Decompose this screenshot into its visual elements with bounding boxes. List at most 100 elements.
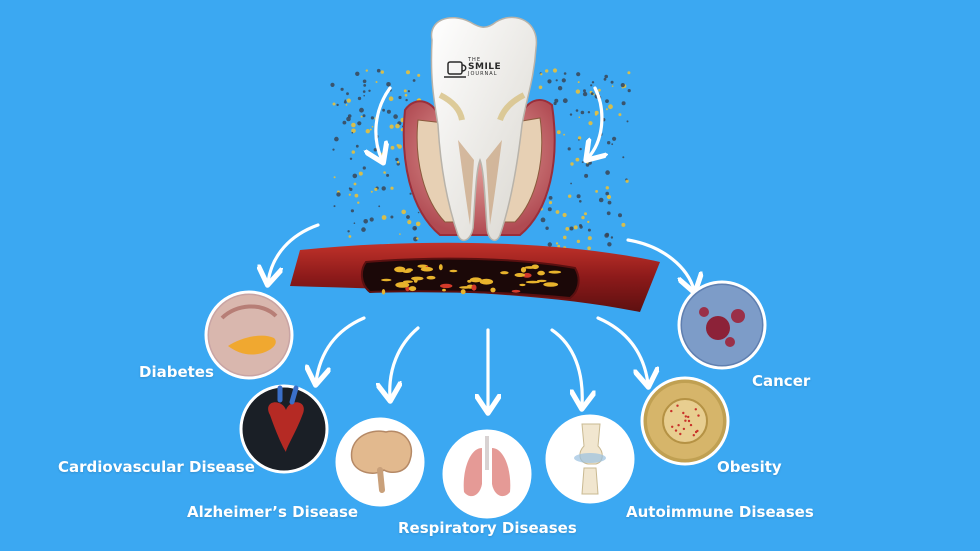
obesity-dot	[692, 434, 695, 437]
bacteria-dot	[380, 70, 384, 74]
bacteria-dot	[381, 215, 387, 220]
bacteria-dot	[345, 104, 348, 106]
bacteria-dot	[363, 219, 369, 224]
bacteria-dot	[607, 200, 612, 205]
bacteria-dot	[605, 191, 609, 196]
bacteria-dot	[568, 194, 572, 198]
bacteria-dot	[358, 171, 363, 176]
bacteria-dot	[333, 176, 336, 179]
bacteria-dot	[370, 190, 373, 193]
bacteria-dot	[576, 239, 581, 244]
bacteria-dot	[587, 236, 592, 241]
bacteria-dot	[362, 79, 367, 84]
bacteria-dot	[547, 242, 552, 247]
autoimmune-circle	[545, 414, 635, 504]
vessel-bacteria	[469, 277, 482, 283]
bacteria-dot	[346, 116, 351, 122]
bacteria-dot	[407, 220, 412, 225]
vessel-bacteria	[420, 266, 433, 272]
bacteria-dot	[415, 221, 421, 227]
bacteria-dot	[354, 193, 359, 198]
vessel-bacteria	[394, 266, 406, 273]
brain-icon	[350, 430, 413, 474]
bacteria-dot	[346, 92, 349, 96]
vessel-bacteria	[511, 289, 521, 293]
bacteria-dot	[386, 82, 391, 87]
bacteria-dot	[577, 81, 580, 84]
vessel-bacteria	[408, 286, 417, 292]
pancreas-icon	[228, 335, 276, 355]
obesity-dot	[674, 429, 678, 432]
bacteria-dot	[376, 68, 381, 73]
bacteria-dot	[352, 173, 358, 179]
obesity-dot	[697, 414, 700, 417]
obesity-dot	[689, 423, 693, 427]
brand-line-2: SMILE	[468, 62, 502, 72]
label-obesity: Obesity	[717, 458, 782, 476]
bacteria-dot	[342, 120, 347, 125]
bacteria-dot	[594, 110, 599, 115]
label-diabetes: Diabetes	[139, 363, 214, 381]
vessel-bacteria	[449, 269, 458, 273]
bacteria-dot	[386, 173, 390, 177]
bacteria-dot	[396, 144, 400, 147]
bacteria-dot	[390, 145, 395, 150]
bacteria-dot	[348, 235, 352, 238]
bacteria-dot	[332, 102, 336, 106]
bacteria-dot	[334, 136, 339, 142]
vessel-bacteria	[395, 282, 410, 288]
bacteria-dot	[390, 186, 394, 190]
bacteria-dot	[605, 99, 609, 103]
vessel-bacteria	[525, 280, 540, 284]
bacteria-dot	[621, 222, 626, 227]
alzheimers-circle	[335, 417, 425, 507]
bacteria-dot	[598, 197, 604, 203]
bacteria-dot	[583, 89, 586, 93]
obesity-dot	[684, 419, 687, 422]
vessel-bacteria	[471, 284, 477, 291]
label-autoimmune: Autoimmune Diseases	[626, 503, 814, 521]
bacteria-dot	[398, 95, 402, 100]
bacteria-dot	[562, 212, 567, 218]
brand-line-3: JOURNAL	[468, 71, 498, 77]
bacteria-dot	[382, 108, 385, 112]
bacteria-dot	[406, 215, 410, 219]
bacteria-dot	[553, 101, 557, 106]
cancer-cell-icon	[706, 316, 730, 340]
bacteria-dot	[563, 133, 565, 136]
bacteria-dot	[595, 190, 598, 193]
vessel-bacteria	[520, 267, 527, 273]
bacteria-dot	[399, 233, 401, 235]
obesity-dot	[670, 409, 673, 413]
vessel-bacteria	[479, 278, 494, 285]
bacteria-dot	[611, 143, 614, 146]
bacteria-dot	[416, 237, 419, 240]
bacteria-dot	[606, 211, 611, 216]
bacteria-dot	[579, 224, 582, 227]
cardiovascular-circle	[239, 384, 329, 474]
bacteria-dot	[584, 212, 587, 216]
bacteria-dot	[556, 130, 561, 135]
arrow-cardiovascular	[316, 316, 366, 382]
bacteria-dot	[606, 194, 612, 200]
vessel-bacteria	[522, 273, 532, 278]
respiratory-circle	[442, 429, 532, 519]
bacteria-dot	[604, 74, 608, 79]
bacteria-dot	[555, 79, 558, 82]
bacteria-dot	[581, 215, 585, 220]
bacteria-dot	[357, 201, 360, 204]
vessel-bacteria	[460, 289, 466, 295]
arrow-obesity	[596, 316, 648, 384]
bacteria-dot	[605, 232, 610, 237]
bacteria-dot	[555, 242, 559, 245]
bacteria-dot	[627, 71, 631, 75]
bacteria-dot	[361, 227, 366, 232]
bacteria-dot	[569, 113, 573, 116]
bacteria-dot	[355, 144, 359, 148]
bacteria-dot	[579, 147, 582, 151]
vessel-bacteria	[531, 264, 539, 270]
obesity-dot	[684, 415, 687, 418]
bacteria-dot	[362, 166, 366, 170]
